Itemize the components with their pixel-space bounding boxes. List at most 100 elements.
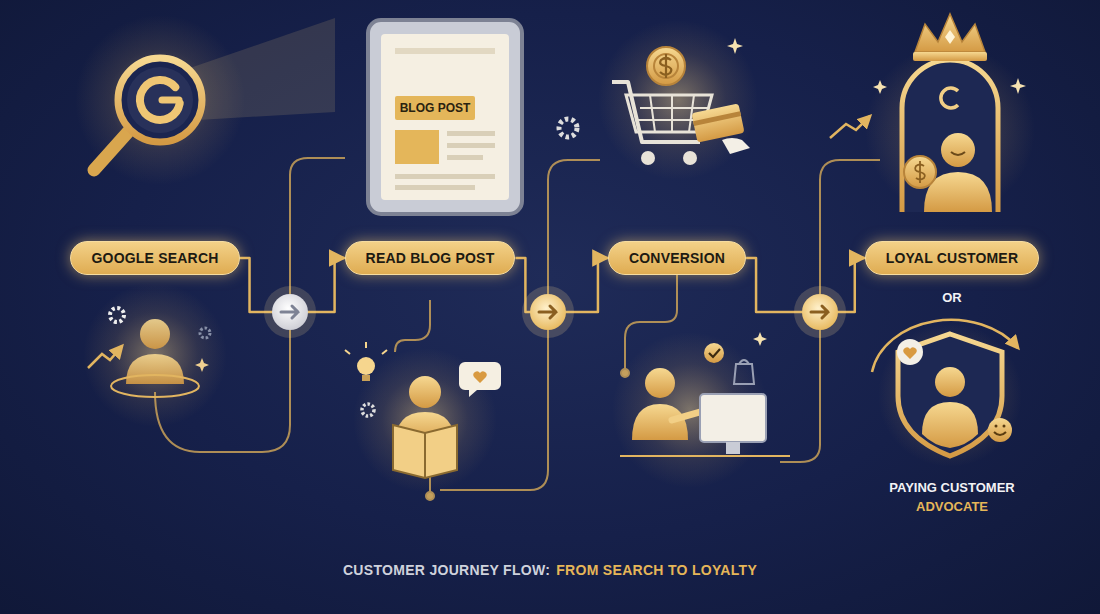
user-icon — [88, 346, 122, 368]
advocate-shield — [988, 418, 1012, 442]
buyer-icon — [672, 412, 700, 420]
blog-tablet — [395, 130, 439, 164]
cart-icon — [647, 47, 685, 85]
blog-tablet — [395, 96, 475, 120]
cart-icon — [683, 151, 697, 165]
reader-icon — [345, 342, 501, 492]
blog-tablet — [447, 155, 483, 160]
advocate-shield — [903, 347, 916, 359]
caption-text: FROM SEARCH TO LOYALTY — [556, 562, 757, 578]
search-icon — [190, 18, 335, 120]
cart-icon — [693, 111, 741, 126]
blog-tablet — [395, 185, 475, 190]
loyalty-emblem — [904, 156, 936, 188]
loyalty-emblem — [915, 161, 925, 183]
advocate-shield — [994, 432, 1006, 435]
user-icon — [140, 319, 170, 349]
buyer-icon — [645, 368, 675, 398]
cart-icon — [722, 138, 750, 154]
user-icon — [126, 354, 184, 384]
user-icon — [200, 328, 210, 338]
cart-icon — [654, 54, 678, 78]
stage-pill: LOYAL CUSTOMER — [865, 241, 1039, 275]
reader-icon — [459, 362, 501, 397]
search-icon — [118, 58, 202, 142]
advocate-shield — [897, 339, 923, 365]
flow-curve — [548, 160, 600, 294]
buyer-icon — [726, 442, 740, 454]
loyalty-emblem — [830, 14, 1035, 215]
outcome-label: ADVOCATE — [916, 499, 988, 514]
user-icon — [83, 283, 227, 427]
flow-curve — [780, 330, 820, 462]
buyer-icon — [620, 455, 790, 457]
loyalty-emblem — [941, 88, 958, 108]
loyalty-emblem — [951, 152, 965, 155]
reader-icon — [409, 376, 441, 408]
blog-tablet — [395, 174, 495, 179]
blog-tablet — [395, 48, 495, 54]
step-arrow-button — [530, 294, 566, 330]
stage-label: CONVERSION — [629, 250, 725, 266]
stage-label: GOOGLE SEARCH — [91, 250, 218, 266]
cart-icon — [691, 103, 744, 142]
search-icon — [75, 15, 335, 185]
buyer-icon — [734, 360, 754, 384]
loyalty-emblem — [1010, 78, 1026, 94]
blog-tablet — [368, 20, 522, 214]
cart-icon — [598, 20, 758, 180]
user-icon — [110, 308, 124, 322]
advocate-shield — [935, 367, 965, 397]
step-arrow-button — [264, 286, 316, 338]
advocate-shield — [995, 425, 998, 428]
loyalty-emblem — [915, 14, 985, 52]
reader-icon — [362, 375, 370, 381]
advocate-shield — [1003, 425, 1006, 428]
loyalty-emblem — [945, 30, 955, 44]
stage-label: LOYAL CUSTOMER — [886, 250, 1018, 266]
user-icon — [195, 358, 209, 372]
step-arrow-button — [522, 286, 574, 338]
step-arrow-button — [272, 294, 308, 330]
stage-label: READ BLOG POST — [366, 250, 495, 266]
cart-icon — [727, 38, 743, 54]
loyalty-emblem — [873, 80, 887, 94]
flow-curve — [290, 158, 345, 294]
loyalty-emblem — [865, 45, 1035, 215]
blog-tablet — [447, 143, 495, 148]
reader-icon — [473, 371, 486, 383]
step-arrow-button — [794, 286, 846, 338]
cart-icon — [559, 20, 758, 180]
reader-icon — [393, 425, 457, 478]
caption-text: CUSTOMER JOURNEY FLOW: — [343, 562, 550, 578]
reader-icon — [345, 342, 387, 354]
buyer-icon — [612, 332, 768, 488]
stage-pill: READ BLOG POST — [345, 241, 516, 275]
step-arrow-button — [522, 286, 574, 338]
user-icon — [111, 375, 199, 397]
flow-curve — [426, 492, 434, 500]
user-icon — [83, 283, 227, 427]
buyer-icon — [709, 349, 720, 357]
advocate-shield — [922, 402, 978, 448]
search-icon — [94, 132, 128, 170]
stage-pill: GOOGLE SEARCH — [70, 241, 239, 275]
reader-icon — [362, 404, 374, 416]
step-arrow-button — [281, 306, 298, 318]
blog-tablet — [368, 20, 522, 214]
step-arrow-button — [811, 306, 828, 318]
reader-icon — [357, 357, 375, 375]
blog-tablet — [447, 131, 495, 136]
step-arrow-button — [802, 294, 838, 330]
stage-pill: CONVERSION — [608, 241, 746, 275]
buyer-icon — [753, 332, 767, 346]
caption-row: CUSTOMER JOURNEY FLOW: FROM SEARCH TO LOY… — [0, 562, 1100, 578]
advocate-shield — [872, 320, 1022, 467]
step-arrow-button — [539, 306, 556, 318]
flow-curve — [395, 300, 430, 352]
blog-tablet — [381, 34, 509, 200]
search-icon — [162, 97, 179, 104]
advocate-shield — [878, 323, 1022, 467]
step-arrow-button — [264, 286, 316, 338]
